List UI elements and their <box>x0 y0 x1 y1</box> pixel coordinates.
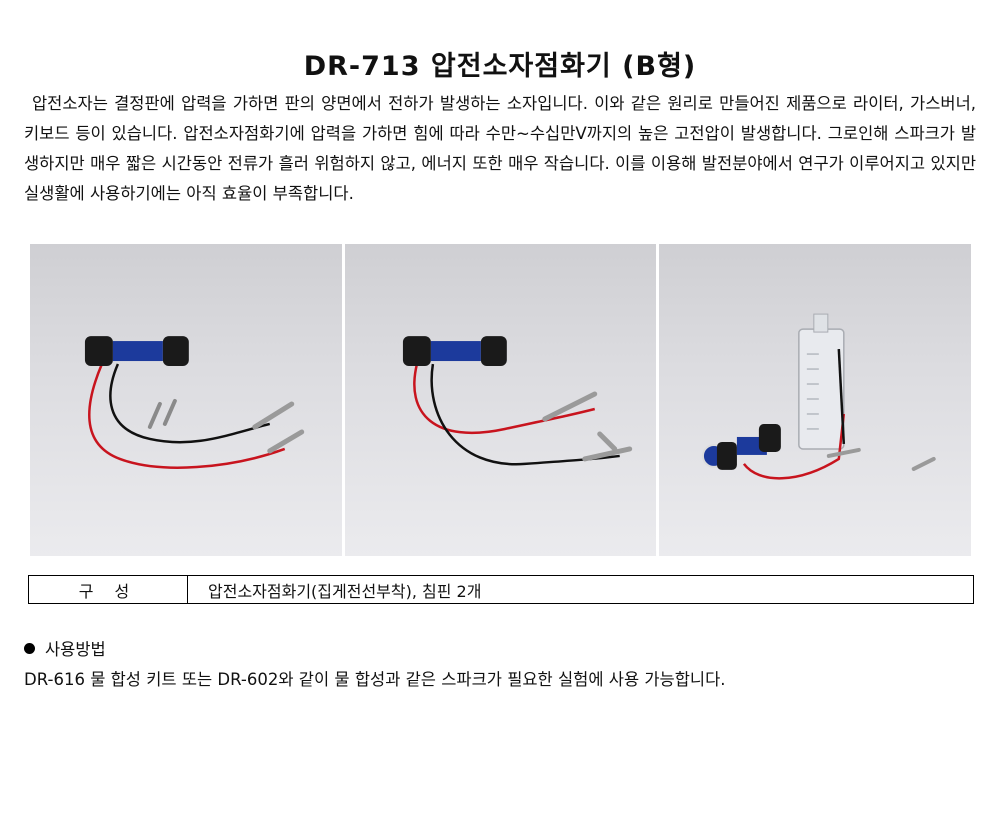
igniter-with-clips-illustration <box>402 336 632 466</box>
product-photo-1 <box>30 244 342 556</box>
igniter-with-pins-illustration <box>84 336 305 469</box>
usage-text: DR-616 물 합성 키트 또는 DR-602와 같이 물 합성과 같은 스파… <box>24 670 726 689</box>
bullet-icon <box>24 642 35 654</box>
composition-label: 구 성 <box>28 575 188 604</box>
page-title: DR-713 압전소자점화기 (B형) <box>303 51 697 82</box>
intro-paragraph: 압전소자는 결정판에 압력을 가하면 판의 양면에서 전하가 발생하는 소자입니… <box>24 94 976 203</box>
usage-heading-text: 사용방법 <box>45 640 106 659</box>
usage-heading: 사용방법 <box>24 636 106 660</box>
product-photo-2 <box>344 244 657 556</box>
composition-table: 구 성 압전소자점화기(집게전선부착), 침핀 2개 <box>28 575 974 604</box>
igniter-with-syringe-illustration <box>702 313 937 480</box>
table-row: 구 성 압전소자점화기(집게전선부착), 침핀 2개 <box>28 575 974 604</box>
product-photo-3 <box>659 244 972 556</box>
product-photos <box>30 244 972 556</box>
composition-value: 압전소자점화기(집게전선부착), 침핀 2개 <box>187 575 974 604</box>
